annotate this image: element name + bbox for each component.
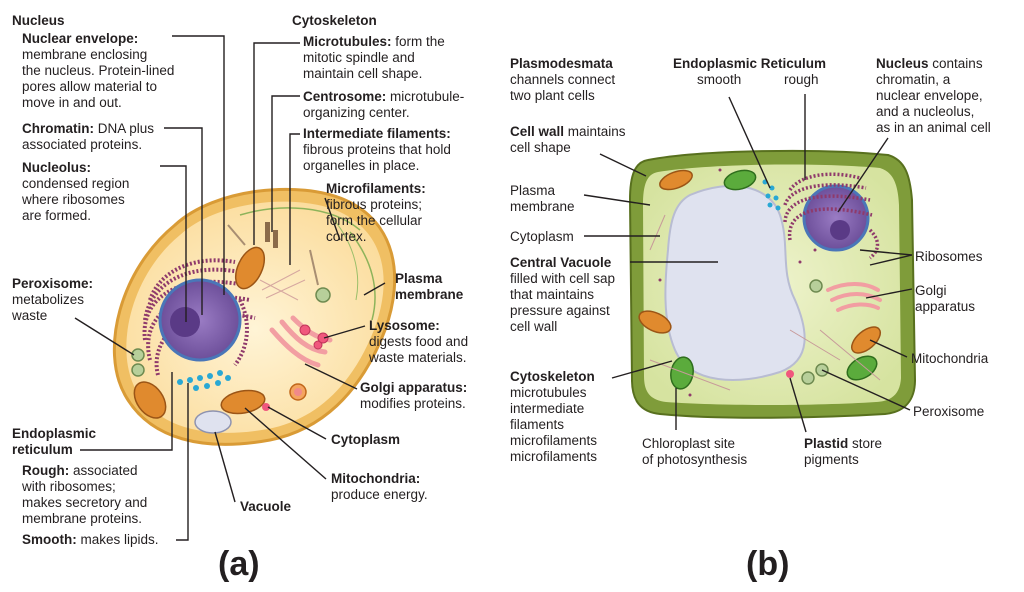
smooth-text: makes lipids. <box>76 532 159 547</box>
nuclear-envelope-text: membrane enclosing the nucleus. Protein-… <box>22 47 175 110</box>
label-cytoplasm-a: Cytoplasm <box>331 432 401 447</box>
label-centrosome: Centrosome: microtubule- organizing cent… <box>303 89 464 121</box>
microtubules-text: form the mitotic spindle and maintain ce… <box>303 34 445 81</box>
animal-mitochondria <box>133 246 266 419</box>
label-vacuole-a: Vacuole <box>240 499 292 514</box>
nucleolus-text: condensed region where ribosomes are for… <box>22 176 130 223</box>
plant-cell <box>628 149 917 419</box>
intermediate-text: fibrous proteins that hold organelles in… <box>303 142 451 173</box>
centrosome-text: microtubule- organizing center. <box>303 89 465 120</box>
panel-b-letter: (b) <box>746 545 790 583</box>
cell-wall-text: maintains cell shape <box>510 124 626 155</box>
cell-wall-title: Cell wall <box>510 124 565 139</box>
label-plasma-membrane-a: Plasma membrane <box>395 271 464 302</box>
microfilaments-title: Microfilaments: <box>326 181 426 196</box>
label-ribosomes: Ribosomes <box>915 249 983 264</box>
label-nucleolus: Nucleolus: condensed region where riboso… <box>22 160 129 224</box>
rough-title: Rough: <box>22 463 70 478</box>
label-nucleus-heading: Nucleus <box>12 13 65 28</box>
mitochondria-title: Mitochondria: <box>331 471 421 486</box>
nucleus-b-text: contains chromatin, a nuclear envelope, … <box>876 56 991 135</box>
plastid-title: Plastid <box>804 436 849 451</box>
label-peroxisome-a: Peroxisome: metabolizes waste <box>12 276 93 324</box>
chromatin-title: Chromatin: <box>22 121 94 136</box>
label-peroxisome-b: Peroxisome <box>913 404 985 419</box>
label-cytoskeleton-b: Cytoskeleton microtubules intermediate f… <box>510 369 597 465</box>
nuclear-envelope-title: Nuclear envelope: <box>22 31 139 46</box>
smooth-title: Smooth: <box>22 532 77 547</box>
animal-vacuole <box>194 410 232 434</box>
label-cell-wall: Cell wall maintains cell shape <box>510 124 626 156</box>
label-mitochondria-b: Mitochondria <box>911 351 989 366</box>
plant-golgi <box>826 282 882 312</box>
label-plastid: Plastid store pigments <box>804 436 882 468</box>
label-microfilaments: Microfilaments: fibrous proteins; form t… <box>326 181 426 245</box>
label-smooth-er: Smooth: makes lipids. <box>22 532 159 548</box>
plant-leader-lines <box>583 94 913 433</box>
rough-text: associated with ribosomes; makes secreto… <box>22 463 148 526</box>
label-golgi-a: Golgi apparatus: modifies proteins. <box>360 380 467 412</box>
golgi-title: Golgi apparatus: <box>360 380 468 395</box>
panel-a-letter: (a) <box>218 545 260 583</box>
plastid-text: store pigments <box>804 436 883 467</box>
microfilaments-text: fibrous proteins; form the cellular cort… <box>326 197 423 244</box>
label-mitochondria-a: Mitochondria: produce energy. <box>331 471 428 503</box>
plant-nucleolus <box>830 220 850 240</box>
plant-mitochondria <box>638 169 881 354</box>
plasmodesmata-title: Plasmodesmata <box>510 56 613 71</box>
label-er-smooth: smooth <box>697 72 742 87</box>
label-rough-er: Rough: associated with ribosomes; makes … <box>22 463 147 527</box>
plasmodesmata-text: channels connect two plant cells <box>510 72 616 103</box>
lysosome-text: digests food and waste materials. <box>369 334 469 365</box>
label-er-b: Endoplasmic Reticulum <box>673 56 827 71</box>
label-lysosome: Lysosome: digests food and waste materia… <box>369 318 468 366</box>
peroxisome-title: Peroxisome: <box>12 276 94 291</box>
label-nucleus-b: Nucleus contains chromatin, a nuclear en… <box>876 56 991 136</box>
golgi-text: modifies proteins. <box>360 396 466 411</box>
centrosome-title: Centrosome: <box>303 89 387 104</box>
lysosome-title: Lysosome: <box>369 318 440 333</box>
label-intermediate-filaments: Intermediate filaments: fibrous proteins… <box>303 126 451 174</box>
cytoskeleton-b-text: microtubules intermediate filaments micr… <box>510 385 598 464</box>
animal-leader-lines <box>74 35 386 541</box>
plant-chloroplasts <box>670 169 878 390</box>
label-chromatin: Chromatin: DNA plus associated proteins. <box>22 121 154 153</box>
label-plasmodesmata: Plasmodesmata channels connect two plant… <box>510 56 615 104</box>
label-plasma-membrane-b: Plasma membrane <box>510 183 575 214</box>
label-nuclear-envelope: Nuclear envelope: membrane enclosing the… <box>22 31 174 111</box>
label-er-heading: Endoplasmic reticulum <box>12 426 97 457</box>
mitochondria-text: produce energy. <box>331 487 428 502</box>
animal-nucleolus <box>170 307 200 337</box>
central-vacuole-text: filled with cell sap that maintains pres… <box>510 271 616 334</box>
label-golgi-b: Golgi apparatus <box>915 283 976 314</box>
cytoskeleton-b-title: Cytoskeleton <box>510 369 595 384</box>
label-er-rough: rough <box>784 72 819 87</box>
central-vacuole <box>664 184 806 381</box>
label-microtubules: Microtubules: form the mitotic spindle a… <box>303 34 445 82</box>
animal-cell <box>112 187 397 446</box>
chromatin-text: DNA plus associated proteins. <box>22 121 155 152</box>
label-cytoskeleton-heading: Cytoskeleton <box>292 13 377 28</box>
microtubules-title: Microtubules: <box>303 34 392 49</box>
central-vacuole-title: Central Vacuole <box>510 255 612 270</box>
label-cytoplasm-b: Cytoplasm <box>510 229 574 244</box>
plant-nucleus <box>802 184 870 252</box>
label-chloroplast: Chloroplast site of photosynthesis <box>642 436 748 467</box>
peroxisome-text: metabolizes waste <box>12 292 85 323</box>
label-central-vacuole: Central Vacuole filled with cell sap tha… <box>510 255 615 335</box>
nucleus-b-title: Nucleus <box>876 56 929 71</box>
nucleolus-title: Nucleolus: <box>22 160 92 175</box>
intermediate-title: Intermediate filaments: <box>303 126 451 141</box>
animal-nucleus <box>158 278 242 362</box>
